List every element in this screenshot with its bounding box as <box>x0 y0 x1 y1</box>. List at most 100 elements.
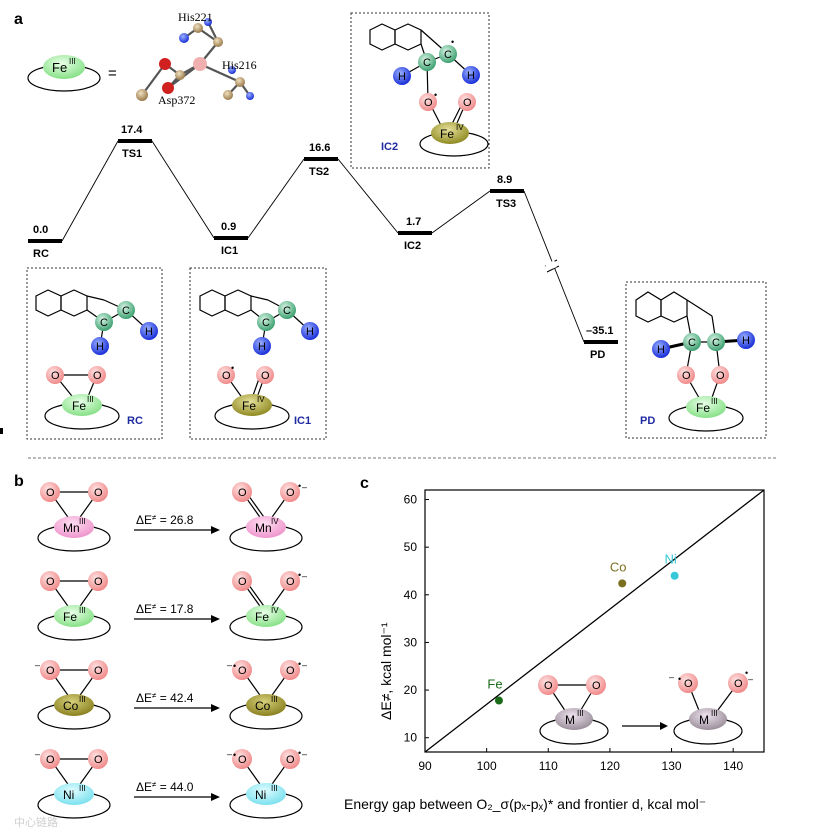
svg-text:•: • <box>678 674 681 684</box>
svg-text:C: C <box>423 57 431 69</box>
svg-text:O: O <box>51 370 60 382</box>
svg-text:O: O <box>682 370 691 382</box>
svg-text:–: – <box>302 660 307 670</box>
svg-text:•: • <box>233 750 236 760</box>
oxygen-atom <box>88 660 108 680</box>
svg-text:–: – <box>227 749 232 759</box>
state-pd: PD <box>590 349 605 361</box>
svg-text:III: III <box>711 709 718 718</box>
svg-text:C: C <box>444 49 452 61</box>
energy-pd: –35.1 <box>586 325 614 337</box>
y-tick-label: 60 <box>404 493 418 507</box>
ox-state-left: III <box>79 784 86 793</box>
y-tick-label: 20 <box>404 683 418 697</box>
oxygen-atom <box>88 749 108 769</box>
svg-text:•: • <box>434 90 437 100</box>
oxygen-atom <box>40 660 60 680</box>
oxygen-atom <box>280 660 300 680</box>
svg-text:C: C <box>688 337 696 349</box>
label-his221: His221 <box>178 10 213 24</box>
inset-ic1-label: IC1 <box>294 415 311 427</box>
svg-text:O: O <box>463 97 472 109</box>
svg-text:–: – <box>748 674 753 684</box>
point-fe <box>494 696 503 705</box>
inset-ic2-label: IC2 <box>381 141 398 153</box>
y-axis-label: ΔE≠, kcal mol⁻¹ <box>378 622 394 720</box>
legend-fe-definition: Fe III = His221 His216 Asp372 <box>27 10 257 107</box>
svg-text:O: O <box>238 576 247 588</box>
ox-state-right: III <box>271 784 278 793</box>
svg-text:•: • <box>298 659 301 669</box>
svg-text:O: O <box>93 370 102 382</box>
oxygen-atom <box>280 482 300 502</box>
energy-ts1: 17.4 <box>121 124 143 136</box>
metal-left: Fe <box>63 610 77 624</box>
svg-text:•: • <box>298 748 301 758</box>
svg-text:O: O <box>94 754 103 766</box>
svg-text:O: O <box>94 487 103 499</box>
energy-profile: 0.0 RC 17.4 TS1 0.9 IC1 16.6 TS2 1.7 IC2… <box>28 124 618 361</box>
y-tick-label: 30 <box>404 635 418 649</box>
svg-text:Fe: Fe <box>72 399 86 413</box>
svg-text:H: H <box>398 71 406 83</box>
y-tick-label: 10 <box>404 731 418 745</box>
svg-text:C: C <box>262 317 270 329</box>
metal-right: Co <box>255 699 271 713</box>
x-tick-label: 100 <box>477 759 497 773</box>
inset-pd: Fe III C C H H O O PD <box>625 281 767 439</box>
panel-label-a: a <box>14 11 23 28</box>
metal-left: Mn <box>63 521 80 535</box>
state-ts2: TS2 <box>309 166 329 178</box>
point-ni <box>670 571 679 580</box>
svg-text:•: • <box>233 661 236 671</box>
inset-rc: Fe III C C H H O O RC <box>26 267 163 440</box>
svg-text:O: O <box>46 665 55 677</box>
svg-text:•: • <box>298 481 301 491</box>
svg-text:M: M <box>699 713 709 727</box>
svg-text:O: O <box>46 487 55 499</box>
svg-text:O: O <box>222 370 231 382</box>
y-tick-label: 40 <box>404 588 418 602</box>
svg-text:O: O <box>238 487 247 499</box>
oxygen-atom <box>88 482 108 502</box>
svg-text:–: – <box>227 660 232 670</box>
svg-text:Fe: Fe <box>696 401 710 415</box>
svg-text:IV: IV <box>456 123 464 132</box>
svg-text:O: O <box>734 678 743 690</box>
svg-text:Fe: Fe <box>440 127 454 141</box>
svg-text:•: • <box>231 363 234 373</box>
svg-text:O: O <box>684 678 693 690</box>
svg-text:III: III <box>711 397 718 406</box>
point-label-fe: Fe <box>487 677 502 692</box>
inset-pd-label: PD <box>640 415 655 427</box>
svg-text:III: III <box>577 709 584 718</box>
panel-label-b: b <box>14 473 24 490</box>
x-tick-label: 140 <box>723 759 743 773</box>
svg-text:O: O <box>544 680 553 692</box>
ox-state-right: IV <box>271 517 279 526</box>
state-ts3: TS3 <box>496 198 516 210</box>
y-tick-label: 50 <box>404 540 418 554</box>
metal-left: Co <box>63 699 79 713</box>
svg-text:O: O <box>716 370 725 382</box>
fit-line <box>424 489 765 753</box>
inset-rc-label: RC <box>127 415 143 427</box>
ox-state-left: III <box>79 695 86 704</box>
svg-text:H: H <box>657 344 665 356</box>
svg-text:•: • <box>451 37 454 47</box>
svg-text:M: M <box>565 713 575 727</box>
oxygen-atom <box>280 571 300 591</box>
equals-sign: = <box>108 65 117 82</box>
ox-state-right: III <box>271 695 278 704</box>
svg-text:IV: IV <box>257 395 265 404</box>
inset-ic2: Fe IV C C H H O O • • IC2 <box>350 12 490 169</box>
oxygen-atom <box>40 571 60 591</box>
svg-text:C: C <box>122 305 130 317</box>
svg-text:–: – <box>35 660 40 670</box>
point-co <box>618 579 627 588</box>
